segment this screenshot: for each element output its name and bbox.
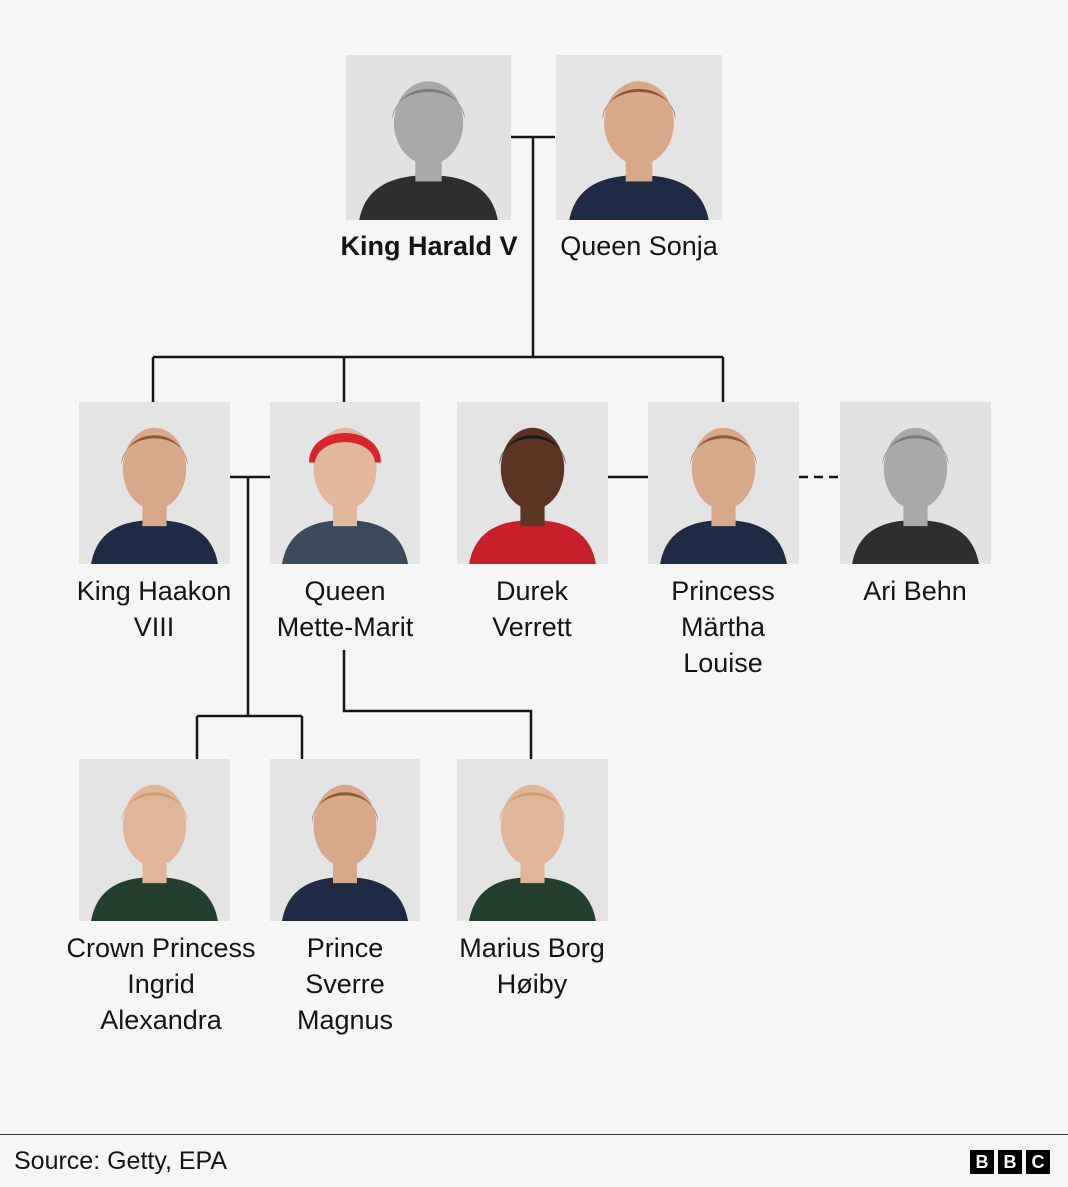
name-line: VIII [133,612,175,642]
portrait-silhouette-icon [359,81,498,220]
name-line: Durek [495,576,569,606]
portrait-silhouette-icon [91,427,218,564]
photo-king-haakon [79,402,230,564]
name-line: Queen [304,576,386,606]
bbc-logo-letter: C [1026,1150,1050,1174]
name-line: Crown Princess [66,933,256,963]
portrait-silhouette-icon [852,427,979,564]
name-queen-sonja: Queen Sonja [529,228,749,264]
photo-princess-martha-louise [648,402,799,564]
name-line: King Haakon [76,576,232,606]
portrait-silhouette-icon [660,427,787,564]
photo-queen-sonja [556,55,722,220]
name-line: Mette-Marit [276,612,414,642]
name-line: Ari Behn [863,576,967,606]
photo-ari-behn [840,402,991,564]
photo-queen-mette-marit [270,402,420,564]
name-line: Høiby [496,969,568,999]
name-line: Princess [671,576,775,606]
portrait-silhouette-icon [91,784,218,921]
portrait-silhouette-icon [469,427,596,564]
portrait-silhouette-icon [282,427,408,564]
photo-king-harald [346,55,511,220]
name-line: Magnus [296,1005,394,1035]
name-line: Verrett [492,612,572,642]
bbc-logo-letter: B [970,1150,994,1174]
name-line: Queen Sonja [560,231,718,261]
photo-marius-borg-hoiby [457,759,608,921]
name-line: Prince [306,933,384,963]
name-ari-behn: Ari Behn [805,573,1025,609]
portrait-silhouette-icon [569,81,709,220]
name-line: Louise [683,648,763,678]
bbc-logo-letter: B [998,1150,1022,1174]
name-line: Ingrid [127,969,195,999]
name-line: Alexandra [100,1005,222,1035]
photo-crown-princess-ingrid [79,759,230,921]
name-king-harald: King Harald V [319,228,539,264]
source-credit: Source: Getty, EPA [14,1147,228,1175]
name-line: Märtha [680,612,766,642]
bbc-logo: B B C [970,1150,1050,1174]
name-line: Sverre [305,969,385,999]
photo-prince-sverre-magnus [270,759,420,921]
photo-durek-verrett [457,402,608,564]
descent-line-mette-marius [342,650,533,759]
portrait-silhouette-icon [282,784,408,921]
footer-divider [0,1134,1068,1135]
name-line: Marius Borg [459,933,605,963]
portrait-silhouette-icon [469,784,596,921]
name-line: King Harald V [340,231,518,261]
